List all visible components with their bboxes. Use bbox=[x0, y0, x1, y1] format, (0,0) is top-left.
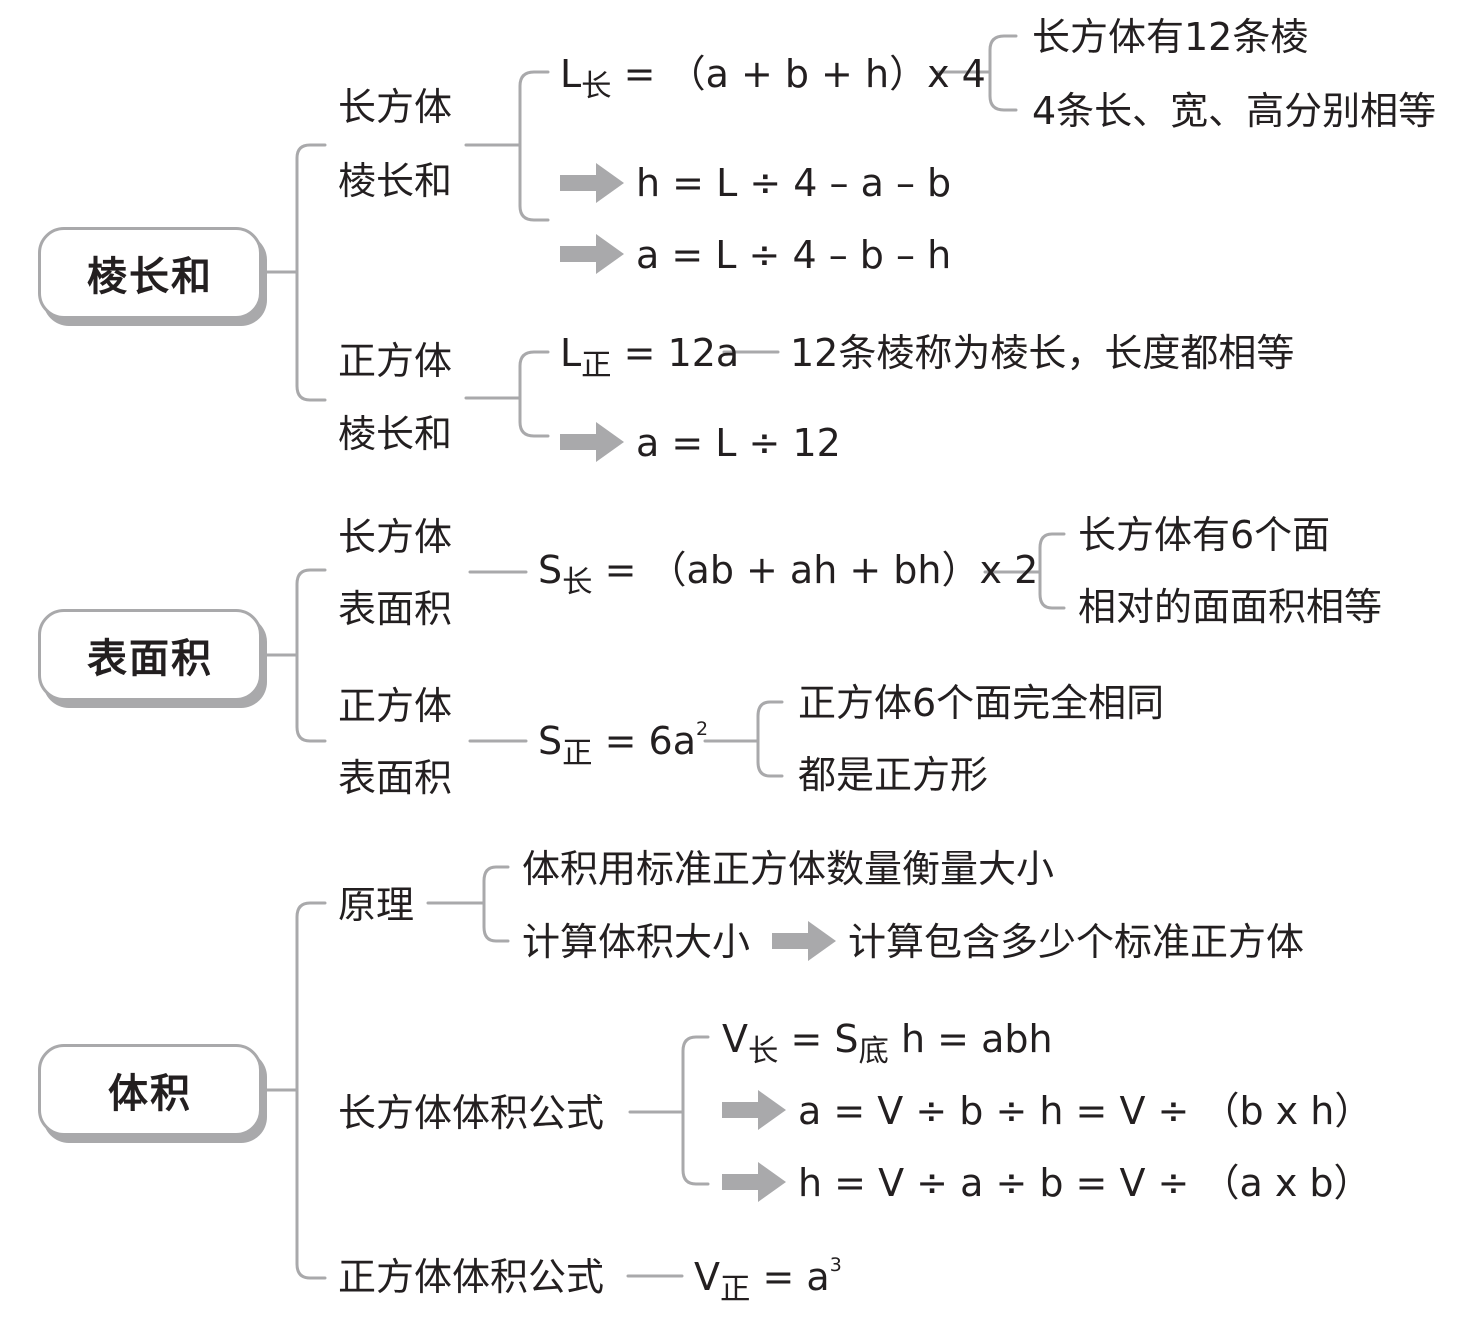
connector-surface-cuboid-bracket bbox=[1038, 532, 1066, 610]
volume-principle-item-2: 计算体积大小 bbox=[522, 920, 751, 964]
surface-cube-note-2: 都是正方形 bbox=[798, 753, 989, 797]
volume-principle-label: 原理 bbox=[338, 883, 415, 927]
surface-cuboid-label-1: 长方体 bbox=[338, 515, 453, 559]
edge-cube-formula: L正 = 12a bbox=[560, 331, 740, 384]
volume-principle-result: 计算包含多少个标准正方体 bbox=[848, 920, 1305, 964]
connector-edge-bracket bbox=[295, 143, 327, 402]
edge-cube-derived: a = L ÷ 12 bbox=[636, 421, 841, 465]
volume-cube-label: 正方体体积公式 bbox=[338, 1255, 605, 1299]
arrow-right-icon bbox=[722, 1090, 786, 1130]
volume-cube-formula: V正 = a3 bbox=[694, 1254, 842, 1308]
edge-cube-label-2: 棱长和 bbox=[338, 412, 453, 456]
volume-cuboid-derived-2: h = V ÷ a ÷ b = V ÷ （a x b） bbox=[798, 1161, 1372, 1205]
volume-cuboid-formula: V长 = S底 h = abh bbox=[722, 1017, 1053, 1070]
edge-cuboid-derived-2: a = L ÷ 4 – b – h bbox=[636, 233, 952, 277]
arrow-right-icon bbox=[772, 921, 836, 961]
surface-cuboid-note-1: 长方体有6个面 bbox=[1078, 513, 1331, 557]
edge-cuboid-note-1: 长方体有12条棱 bbox=[1032, 15, 1309, 59]
edge-cuboid-derived-1: h = L ÷ 4 – a – b bbox=[636, 161, 952, 205]
surface-cube-note-1: 正方体6个面完全相同 bbox=[798, 681, 1165, 725]
volume-cuboid-label: 长方体体积公式 bbox=[338, 1091, 605, 1135]
connector-surface-cube-bracket bbox=[756, 700, 784, 778]
surface-cuboid-note-2: 相对的面面积相等 bbox=[1078, 585, 1383, 629]
surface-cube-label-2: 表面积 bbox=[338, 756, 453, 800]
edge-cube-note: 12条棱称为棱长，长度都相等 bbox=[790, 331, 1295, 375]
arrow-right-icon bbox=[560, 163, 624, 203]
surface-cube-formula: S正 = 6a2 bbox=[538, 718, 709, 772]
edge-cuboid-label-1: 长方体 bbox=[338, 85, 453, 129]
root-surface-area: 表面积 bbox=[38, 609, 262, 701]
root-edge-sum: 棱长和 bbox=[38, 227, 262, 319]
connector-surface-bracket bbox=[295, 568, 327, 743]
surface-cuboid-label-2: 表面积 bbox=[338, 587, 453, 631]
root-volume: 体积 bbox=[38, 1044, 262, 1136]
arrow-right-icon bbox=[560, 422, 624, 462]
surface-cuboid-formula: S长 = （ab + ah + bh）x 2 bbox=[538, 548, 1039, 601]
edge-cuboid-formula: L长 = （a + b + h）x 4 bbox=[560, 52, 986, 105]
volume-cuboid-derived-1: a = V ÷ b ÷ h = V ÷ （b x h） bbox=[798, 1089, 1373, 1133]
edge-cube-label-1: 正方体 bbox=[338, 339, 453, 383]
connector-volume-bracket bbox=[295, 901, 327, 1280]
volume-principle-item-1: 体积用标准正方体数量衡量大小 bbox=[522, 847, 1055, 891]
edge-cuboid-note-2: 4条长、宽、高分别相等 bbox=[1032, 89, 1437, 133]
arrow-right-icon bbox=[560, 234, 624, 274]
connector-edge-cuboid-bracket bbox=[518, 70, 550, 222]
connector-edge-cube-bracket bbox=[518, 350, 550, 438]
connector-volume-cuboid-bracket bbox=[681, 1035, 710, 1186]
connector-volume-principle-bracket bbox=[482, 865, 510, 943]
connector-edge-cuboid-notes-bracket bbox=[988, 34, 1018, 112]
arrow-right-icon bbox=[722, 1162, 786, 1202]
edge-cuboid-label-2: 棱长和 bbox=[338, 159, 453, 203]
surface-cube-label-1: 正方体 bbox=[338, 684, 453, 728]
